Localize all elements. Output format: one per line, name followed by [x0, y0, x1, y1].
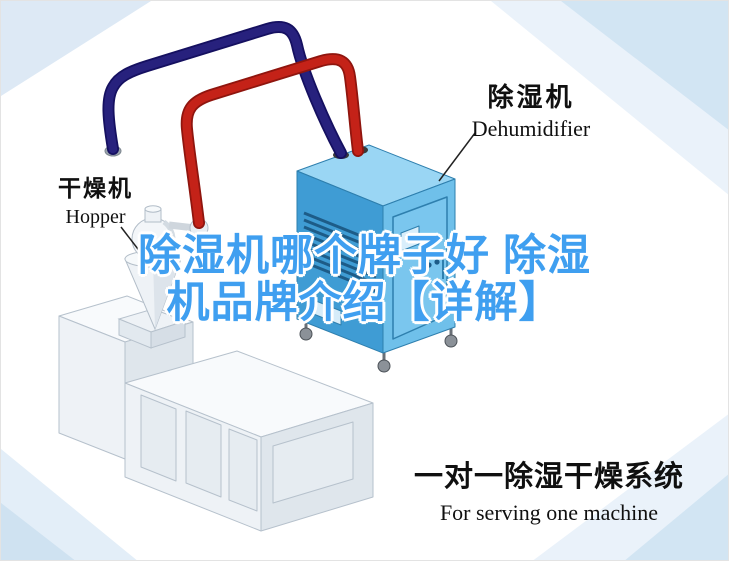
dehumidifier-window [400, 225, 420, 252]
hopper-pedestal-side [150, 320, 186, 349]
machine-door-panel-3 [228, 428, 258, 512]
corner-bottomleft-accent [1, 503, 75, 560]
hopper-callout: 干燥机 Hopper [43, 169, 148, 229]
caster-wheel-3 [444, 334, 458, 348]
page-title: 除湿机哪个牌子好 除湿 机品牌介绍【详解】 [1, 233, 728, 327]
vent-grille [303, 211, 377, 293]
machine-door-panel-1 [140, 394, 177, 482]
dehumidifier-callout: 除湿机 Dehumidifier [441, 77, 621, 142]
caster-wheel-1 [299, 327, 313, 341]
hopper-label-en: Hopper [65, 206, 126, 228]
dehumidifier-pointer-line [438, 132, 476, 182]
caster-wheel-2 [377, 359, 391, 373]
system-caption: 一对一除湿干燥系统 For serving one machine [399, 453, 699, 526]
supply-pipe-red [182, 54, 363, 228]
dehumidifier-unit [296, 144, 458, 373]
hopper-label-cn: 干燥机 [58, 175, 133, 201]
hopper-bulb-shade [162, 219, 176, 250]
extruder-machine [58, 295, 374, 532]
page-title-line1: 除湿机哪个牌子好 除湿 [138, 232, 591, 280]
dehumidifier-label-cn: 除湿机 [487, 82, 575, 112]
dehumidifier-label-en: Dehumidifier [471, 116, 591, 141]
hopper-pointer-line [120, 226, 142, 254]
corner-topright-accent [561, 1, 728, 130]
corner-bottomright-accent [625, 474, 728, 560]
return-pipe-navy [104, 22, 346, 158]
corner-topleft-accent [1, 1, 151, 96]
hopper-cone-shade [153, 259, 181, 329]
machine-door-panel-2 [185, 410, 222, 498]
page-title-line2: 机品牌介绍【详解】 [166, 279, 563, 327]
air-pipes [102, 21, 364, 229]
control-button-2 [434, 259, 440, 265]
dehumidifier-name-plate [310, 298, 342, 326]
control-button-1 [426, 262, 432, 268]
system-caption-en: For serving one machine [439, 500, 659, 525]
machine-end-panel [272, 421, 354, 504]
hopper-cap [144, 205, 162, 213]
system-caption-cn: 一对一除湿干燥系统 [413, 461, 684, 493]
